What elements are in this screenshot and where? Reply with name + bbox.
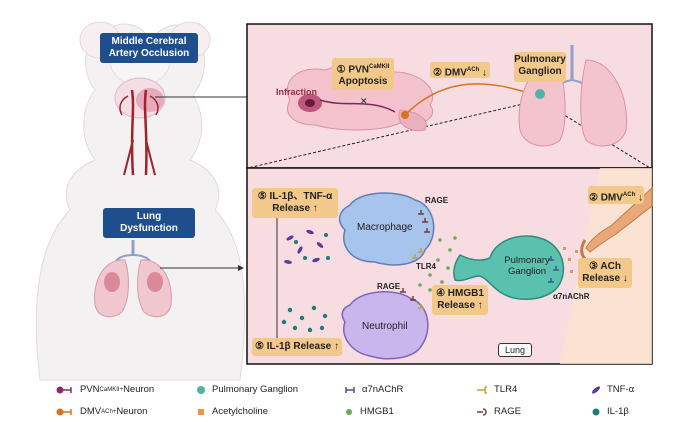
legend-label: PVN bbox=[80, 384, 100, 395]
legend-label: TLR4 bbox=[494, 384, 518, 395]
pvn-neuron-icon bbox=[55, 385, 80, 395]
legend-item-acetylcholine: Acetylcholine bbox=[195, 406, 268, 417]
tnf-alpha-particles bbox=[284, 229, 330, 264]
legend-label: Acetylcholine bbox=[212, 406, 268, 417]
svg-text:✕: ✕ bbox=[360, 96, 368, 106]
legend-label: HMGB1 bbox=[360, 406, 394, 417]
pulmonary-ganglion-bottom-label: Pulmonary Ganglion bbox=[504, 255, 550, 277]
legend-label: TNF-α bbox=[607, 384, 635, 395]
macrophage-cell bbox=[338, 192, 435, 266]
legend-label: α7nAChR bbox=[362, 384, 404, 395]
rage-label-bottom: RAGE bbox=[377, 282, 401, 291]
legend-label-suffix: Neuron bbox=[123, 384, 155, 395]
legend-item-tnf-alpha: TNF-α bbox=[590, 384, 634, 395]
tlr4-icon bbox=[475, 385, 494, 395]
pulmonary-ganglion-cell bbox=[453, 235, 565, 300]
tnf-alpha-icon bbox=[590, 385, 607, 395]
neutrophil-cell bbox=[341, 291, 429, 360]
legend-item-pulmonary-ganglion: Pulmonary Ganglion bbox=[195, 384, 298, 395]
lung-dysfunction-label: Lung Dysfunction bbox=[103, 208, 195, 238]
dmv-neuron-icon bbox=[55, 407, 80, 417]
legend-label-sup: ACh+ bbox=[101, 408, 117, 415]
legend-item-il1b: IL-1β bbox=[590, 406, 629, 417]
pulmonary-ganglion-top-box: Pulmonary Ganglion bbox=[514, 52, 566, 82]
rage-label-top: RAGE bbox=[425, 196, 449, 205]
legend-label-suffix: Neuron bbox=[116, 406, 148, 417]
brain-icon: ✕ bbox=[287, 64, 526, 132]
mouse-illustration bbox=[35, 21, 246, 381]
lung-tag: Lung bbox=[498, 343, 533, 357]
il1b-particles bbox=[281, 305, 328, 333]
acetylcholine-icon bbox=[195, 407, 212, 417]
legend-label: DMV bbox=[80, 406, 102, 417]
dmv-top-box: ② DMVACh ↓ bbox=[430, 62, 490, 78]
rage-icon bbox=[475, 407, 494, 417]
neutrophil-label: Neutrophil bbox=[362, 321, 408, 332]
infraction-label: Infraction bbox=[276, 87, 318, 97]
legend-label-sup: CaMKII+ bbox=[99, 386, 124, 393]
a7nachr-label: α7nAChR bbox=[553, 292, 590, 301]
dmv-bottom-box: ② DMVACh ↓ bbox=[588, 186, 644, 204]
tlr4-label: TLR4 bbox=[416, 262, 436, 271]
il1b-release-box: ⑤ IL-1β Release ↑ bbox=[252, 338, 342, 356]
macrophage-label: Macrophage bbox=[357, 222, 413, 233]
legend-item-hmgb1: HMGB1 bbox=[343, 406, 394, 417]
legend-item-tlr4: TLR4 bbox=[475, 384, 517, 395]
il1b-icon bbox=[590, 407, 607, 417]
legend-label: RAGE bbox=[494, 406, 521, 417]
rage-receptors bbox=[400, 210, 430, 309]
pulmonary-ganglion-icon bbox=[195, 385, 212, 395]
a7nachr-icon bbox=[343, 385, 362, 395]
legend-item-a7nachr: α7nAChR bbox=[343, 384, 403, 395]
hmgb1-icon bbox=[343, 407, 360, 417]
legend-item-rage: RAGE bbox=[475, 406, 521, 417]
pvn-apoptosis-box: ① PVNCaMKII Apoptosis bbox=[332, 58, 394, 90]
legend-label: Pulmonary Ganglion bbox=[212, 384, 299, 395]
legend-label: IL-1β bbox=[607, 406, 629, 417]
mcao-label: Middle Cerebral Artery Occlusion bbox=[100, 33, 198, 63]
